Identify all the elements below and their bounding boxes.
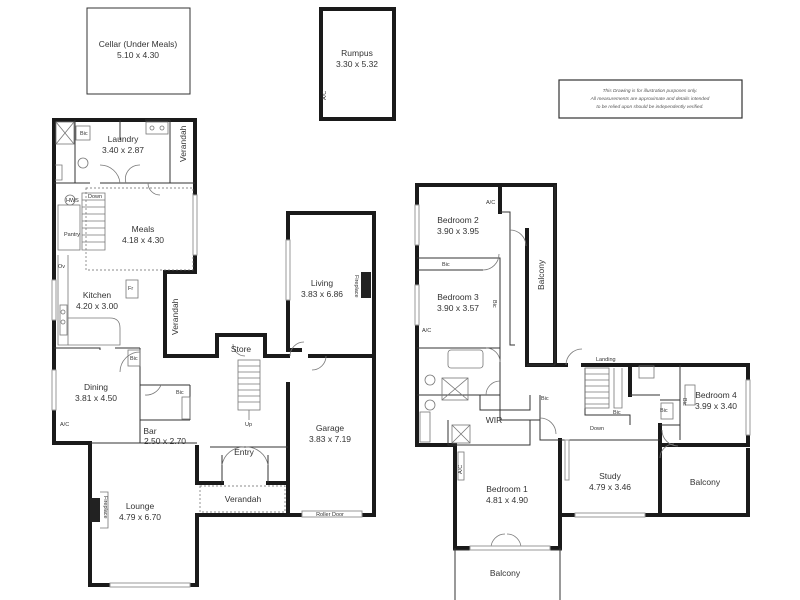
dining-ac: A/C [60, 422, 69, 428]
cellar-outline [86, 7, 191, 95]
garage-name: Garage [316, 423, 345, 433]
dining-dims: 3.81 x 4.50 [75, 393, 117, 403]
bedroom4-name: Bedroom 4 [695, 390, 737, 400]
bedroom4-dims: 3.99 x 3.40 [695, 401, 737, 411]
bedroom3-bic: Bic [491, 300, 497, 308]
bar-bic: Bic [176, 390, 184, 396]
verandah-label-middle: Verandah [170, 298, 180, 335]
rumpus-dims: 3.30 x 5.32 [336, 59, 378, 69]
garage-dims: 3.83 x 7.19 [309, 434, 351, 444]
hws-label: HWS [66, 198, 79, 204]
dining-bic: Bic [130, 356, 138, 362]
bedroom2-dims: 3.90 x 3.95 [437, 226, 479, 236]
down-label-ground: Down [88, 194, 102, 200]
bedroom2-name: Bedroom 2 [437, 215, 479, 225]
living-name: Living [311, 278, 333, 288]
wir-label: WIR [486, 415, 503, 425]
landing-bic: Bic [613, 410, 621, 416]
bedroom4-bic-b: Bic [681, 398, 687, 406]
bedroom1-dims: 4.81 x 4.90 [486, 495, 528, 505]
rumpus-name: Rumpus [341, 48, 373, 58]
disclaimer-box [558, 79, 743, 119]
bedroom1-name: Bedroom 1 [486, 484, 528, 494]
dining-name: Dining [84, 382, 108, 392]
disclaimer-line-2: All measurements are approximate and det… [590, 96, 710, 102]
roller-door-label: Roller Door [316, 512, 344, 518]
bedroom2-bic: Bic [442, 262, 450, 268]
laundry-bic: Bic [80, 131, 88, 137]
bar-name: Bar [143, 426, 156, 436]
lounge-fireplace: Fireplace [102, 496, 108, 519]
upper-floor [414, 183, 751, 600]
hall-bic: Bic [541, 396, 549, 402]
study-dims: 4.79 x 3.46 [589, 482, 631, 492]
pantry-label: Pantry [64, 232, 80, 238]
living-fireplace: Fireplace [353, 275, 359, 298]
laundry-dims: 3.40 x 2.87 [102, 145, 144, 155]
verandah-label-south: Verandah [225, 494, 262, 504]
lounge-name: Lounge [126, 501, 155, 511]
kitchen-dims: 4.20 x 3.00 [76, 301, 118, 311]
entry-label: Entry [234, 447, 255, 457]
up-label: Up [245, 422, 252, 428]
ov-label: Ov [58, 264, 65, 270]
disclaimer-line-3: to be relied upon should be independentl… [596, 104, 703, 110]
lounge-dims: 4.79 x 6.70 [119, 512, 161, 522]
meals-name: Meals [132, 224, 155, 234]
rumpus-ac: A/C [322, 91, 328, 100]
balcony-south-label: Balcony [490, 568, 521, 578]
store-label: Store [231, 344, 252, 354]
bedroom3-ac: A/C [422, 328, 431, 334]
bar-dims: 2.50 x 2.70 [144, 436, 186, 446]
landing-label: Landing [596, 357, 616, 363]
meals-dims: 4.18 x 4.30 [122, 235, 164, 245]
balcony-east-label: Balcony [536, 259, 546, 290]
bedroom3-name: Bedroom 3 [437, 292, 479, 302]
rumpus-walls [319, 7, 396, 121]
disclaimer-line-1: This Drawing is for illustration purpose… [603, 88, 698, 94]
fr-label: Fr [128, 286, 133, 292]
living-dims: 3.83 x 6.86 [301, 289, 343, 299]
down-label-upper: Down [590, 426, 604, 432]
balcony-northeast-label: Balcony [690, 477, 721, 487]
bedroom3-dims: 3.90 x 3.57 [437, 303, 479, 313]
study-name: Study [599, 471, 621, 481]
ground-floor [51, 118, 376, 588]
bedroom1-ac: A/C [458, 465, 464, 474]
cellar-dims: 5.10 x 4.30 [117, 50, 159, 60]
bedroom2-ac: A/C [486, 200, 495, 206]
laundry-name: Laundry [108, 134, 139, 144]
kitchen-name: Kitchen [83, 290, 112, 300]
verandah-label-north: Verandah [178, 125, 188, 162]
bedroom4-bic-a: Bic [660, 408, 668, 414]
cellar-name: Cellar (Under Meals) [99, 39, 178, 49]
